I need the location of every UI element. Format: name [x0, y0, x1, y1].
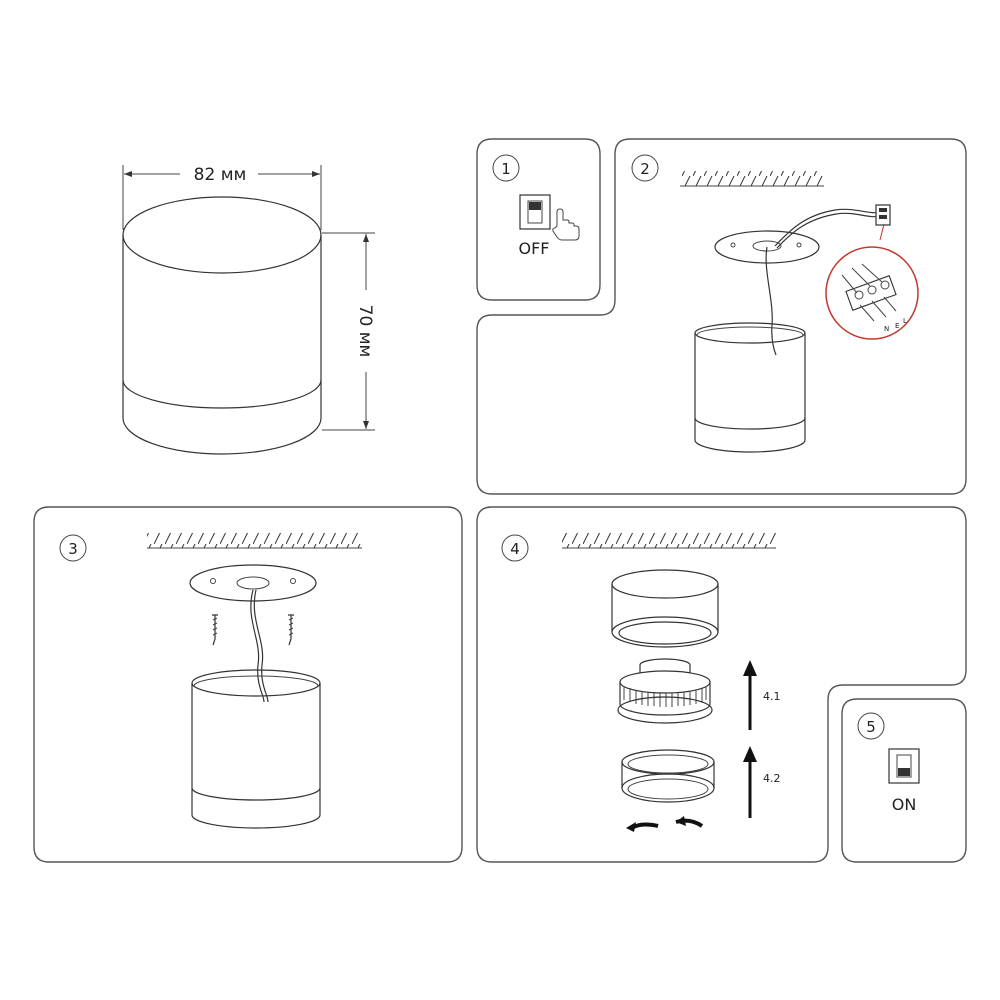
step-1: 1 OFF: [492, 154, 580, 258]
lamp-housing: [611, 569, 719, 648]
lamp-cylinder: [122, 196, 322, 455]
step-2-badge: [631, 154, 659, 182]
wall-switch-icon: [519, 194, 551, 230]
wire-label-l: L: [903, 317, 907, 325]
step-4-number: 4: [510, 540, 520, 558]
step-5-number: 5: [866, 718, 876, 736]
height-dimension-label: 70 мм: [355, 305, 375, 358]
power-cable: [765, 208, 881, 356]
rotate-arrows-icon: [626, 816, 704, 832]
dimension-drawing: 82 мм 70 мм: [122, 165, 375, 455]
step-1-number: 1: [501, 160, 511, 178]
screw-icon: [212, 614, 218, 646]
ceiling-hatch: [147, 533, 362, 549]
step-1-label: OFF: [519, 239, 550, 258]
step-1-badge: [492, 154, 520, 182]
panel-step-4: [476, 506, 967, 863]
wire-label-e: E: [895, 322, 899, 330]
power-cable: [250, 589, 269, 703]
substep-4-1-label: 4.1: [763, 690, 781, 703]
step-3: 3: [59, 533, 362, 829]
diffuser-ring: [621, 749, 715, 803]
lamp-body: [191, 669, 321, 829]
wall-switch-icon: [888, 748, 920, 784]
step-2: 2 L: [631, 154, 919, 453]
arrow-up-icon: [743, 660, 757, 730]
wiring-detail-magnifier: [825, 246, 919, 340]
screw-icon: [288, 614, 294, 646]
step-3-badge: [59, 534, 87, 562]
width-dimension-label: 82 мм: [194, 165, 247, 185]
step-2-number: 2: [640, 160, 650, 178]
step-4-badge: [501, 534, 529, 562]
step-5: 5 ON: [857, 712, 920, 814]
panel-step-1: [476, 138, 601, 301]
step-5-label: ON: [892, 795, 917, 814]
step-5-badge: [857, 712, 885, 740]
step-3-number: 3: [68, 540, 78, 558]
substep-4-2-label: 4.2: [763, 772, 781, 785]
wire-label-n: N: [884, 325, 889, 333]
panel-step-2: [476, 138, 967, 495]
mounting-plate: [189, 564, 317, 602]
led-module: [617, 658, 713, 724]
ceiling-hatch: [562, 533, 776, 549]
step-4: 4: [501, 533, 781, 832]
terminal-block-icon: [875, 204, 891, 226]
hand-pointer-icon: [552, 208, 580, 241]
lamp-body: [694, 322, 806, 453]
panel-step-5: [841, 698, 967, 863]
panel-step-3: [33, 506, 463, 863]
ceiling-hatch: [680, 171, 824, 187]
arrow-up-icon: [743, 746, 757, 818]
